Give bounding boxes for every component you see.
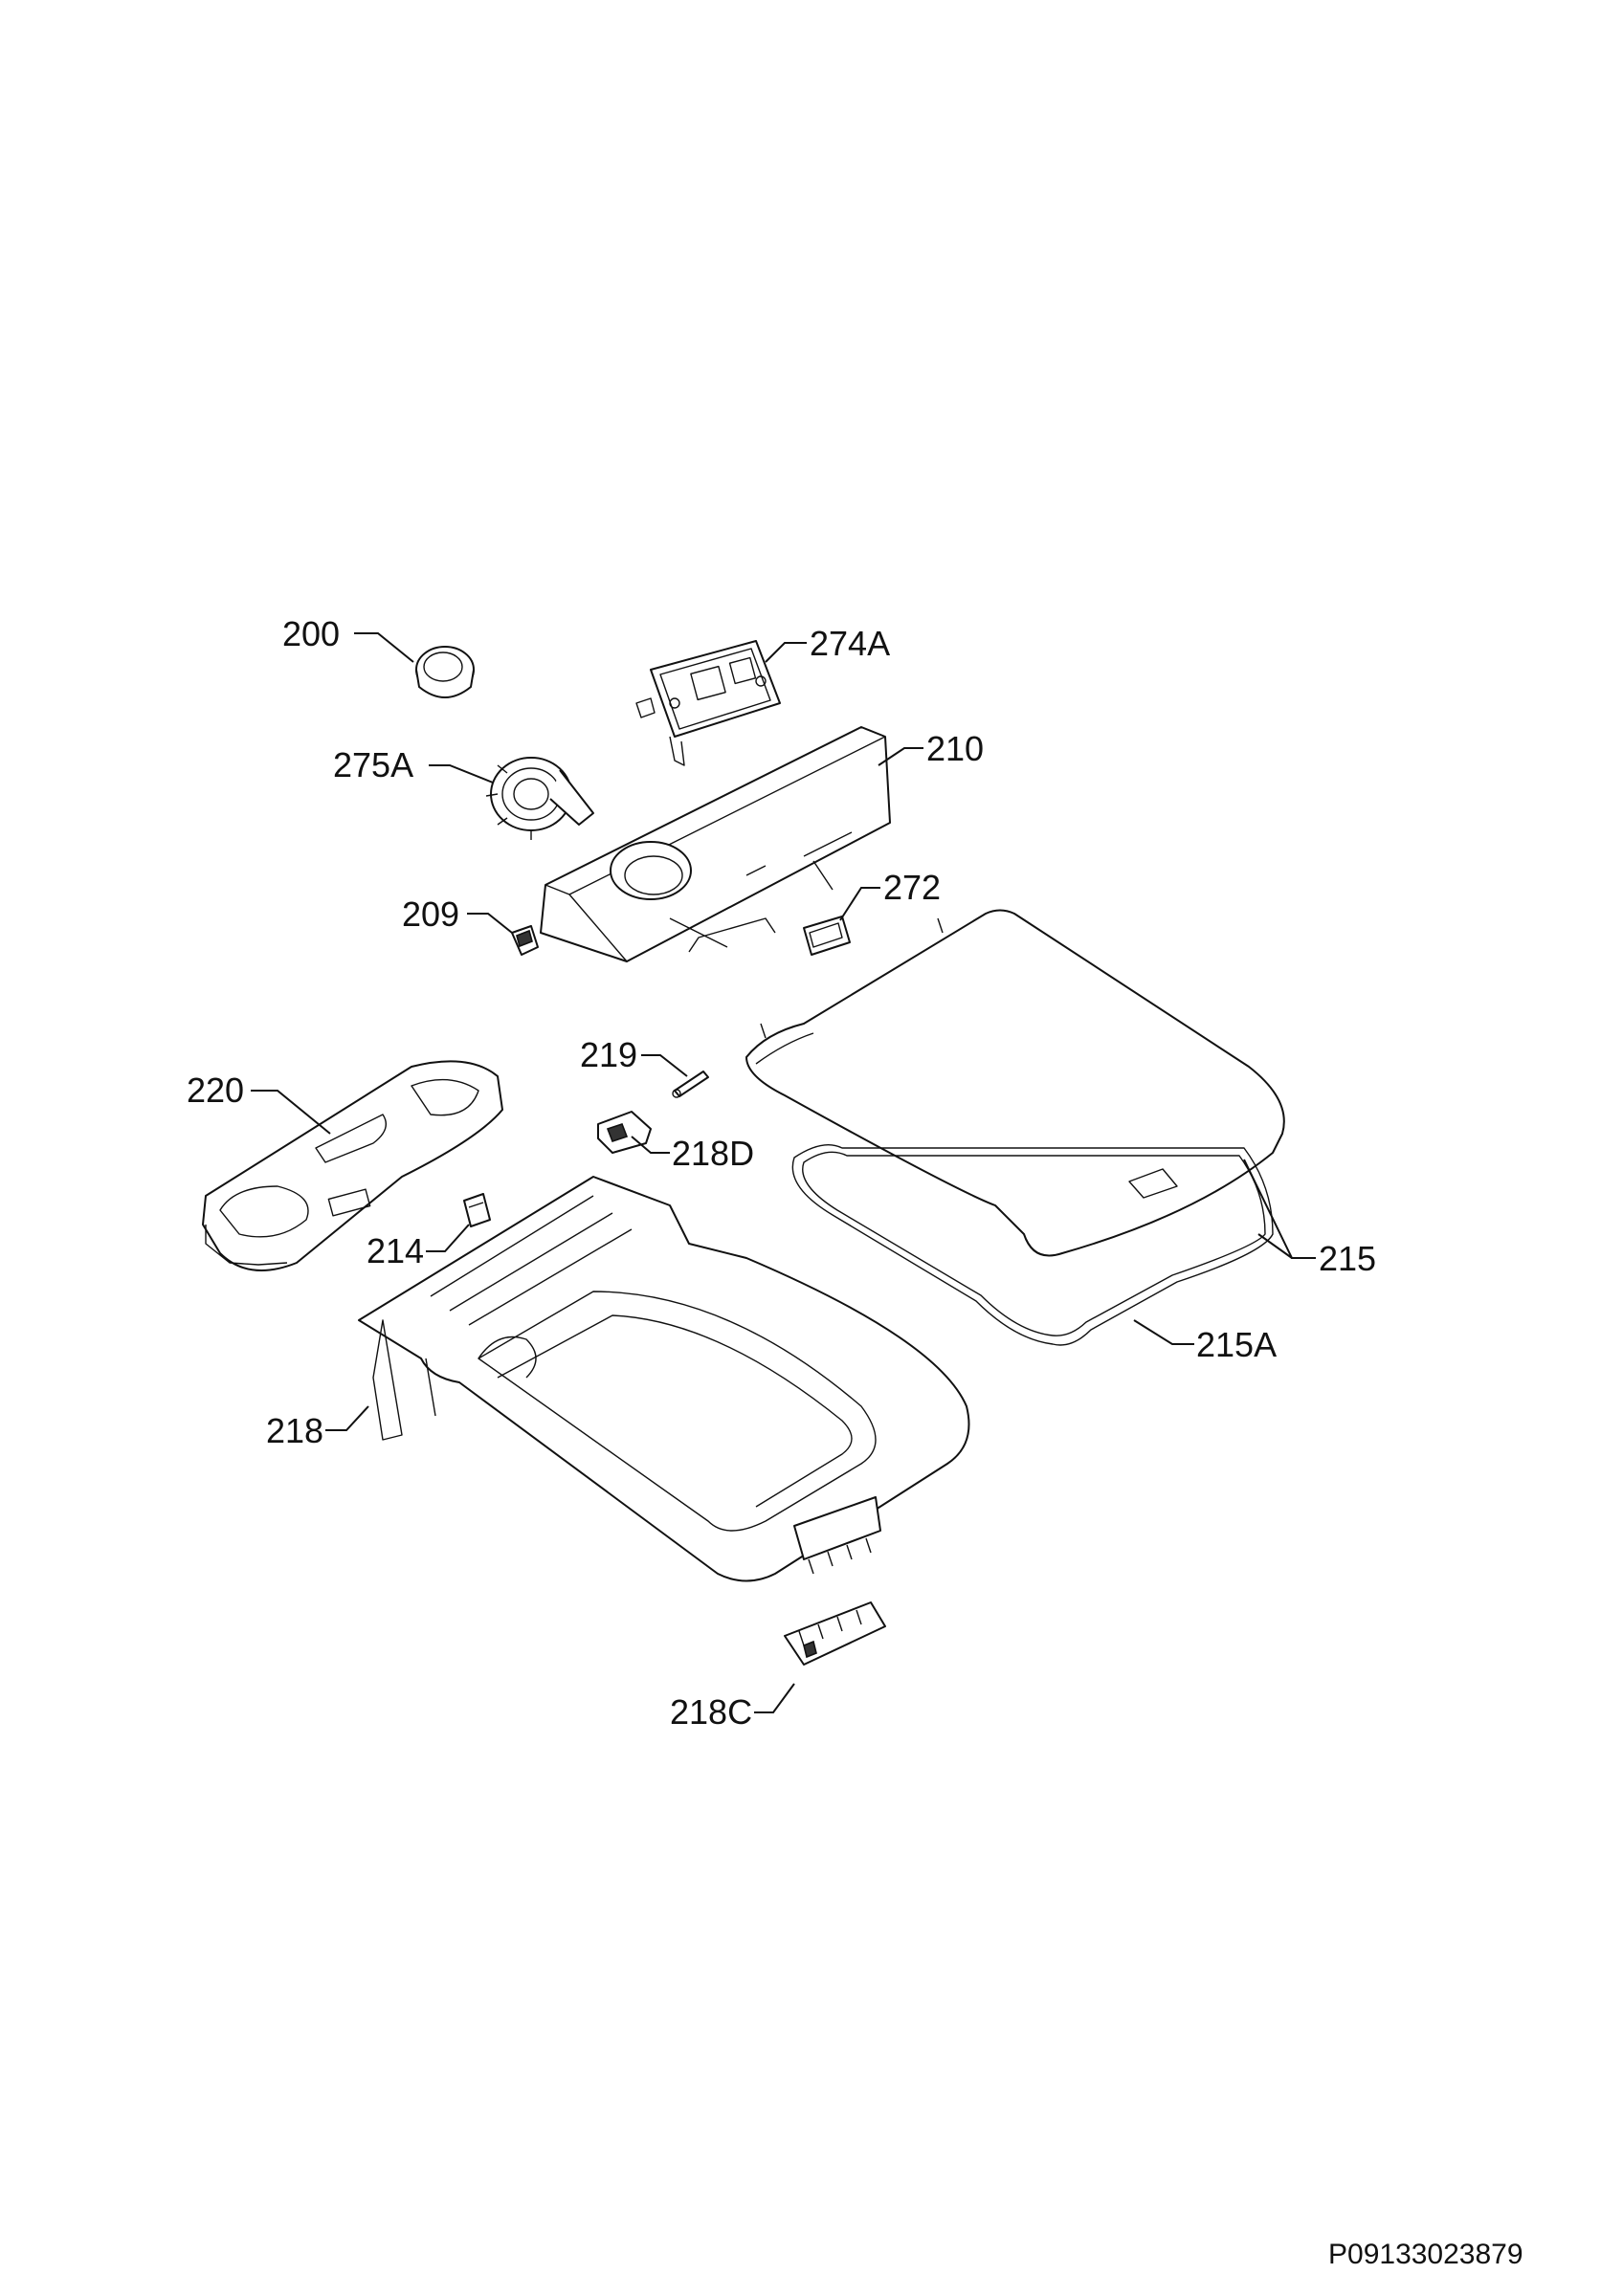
drawing-id: P09133023879	[1328, 2239, 1523, 2270]
leader-274A	[765, 642, 807, 663]
part-220-drawer	[202, 1060, 503, 1271]
leader-272	[839, 887, 880, 921]
callout-220: 220	[187, 1071, 244, 1110]
part-218C-bracket	[784, 1601, 886, 1666]
leader-219	[641, 1054, 688, 1077]
callout-274A: 274A	[810, 624, 890, 663]
part-218-housing	[358, 1176, 970, 1582]
leader-214	[426, 1224, 470, 1252]
callout-218D: 218D	[672, 1134, 754, 1173]
callout-labels: 200 274A 275A 210 209 272 219 220 218D 2…	[187, 614, 1376, 1732]
callout-210: 210	[926, 729, 984, 768]
leader-218D	[631, 1136, 670, 1154]
callout-275A: 275A	[333, 745, 413, 784]
callout-215A: 215A	[1196, 1325, 1277, 1364]
part-214-plug	[463, 1193, 491, 1227]
part-210-control-panel	[540, 726, 891, 962]
leader-215b	[1257, 1233, 1293, 1259]
callout-219: 219	[580, 1035, 637, 1074]
leader-215A	[1133, 1319, 1194, 1345]
leader-275A	[429, 764, 494, 784]
callout-218C: 218C	[670, 1692, 752, 1732]
leader-215a	[1243, 1159, 1316, 1259]
leader-200	[354, 632, 414, 663]
part-219-rod	[672, 1071, 709, 1098]
part-200-knob	[415, 646, 475, 698]
callout-218: 218	[266, 1411, 323, 1450]
leader-lines	[251, 632, 1316, 1713]
leader-209	[467, 913, 513, 934]
part-209-clip	[511, 925, 539, 956]
callout-200: 200	[282, 614, 340, 653]
part-275A-dial	[485, 757, 594, 840]
part-274A-module	[635, 640, 781, 766]
part-215A-seal	[791, 1144, 1274, 1346]
callout-214: 214	[367, 1231, 424, 1270]
callout-215: 215	[1319, 1239, 1376, 1278]
leader-218C	[754, 1683, 795, 1713]
part-272-button	[803, 916, 851, 956]
part-215-lid	[745, 909, 1285, 1257]
leader-220	[251, 1090, 331, 1135]
leader-210	[878, 747, 923, 766]
callout-272: 272	[883, 868, 941, 907]
callout-209: 209	[402, 894, 459, 934]
leader-218	[325, 1405, 369, 1431]
